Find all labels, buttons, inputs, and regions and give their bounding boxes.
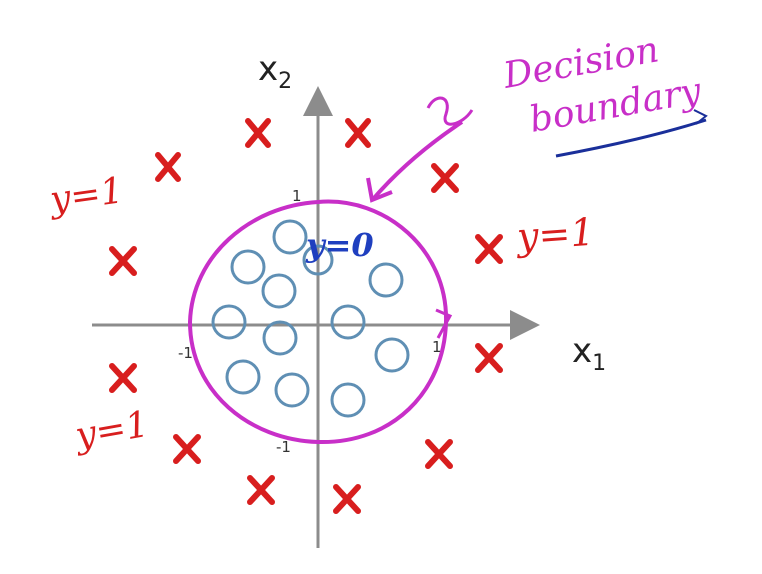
blue-circle-icon — [225, 359, 261, 395]
x-axis-label: x1 — [572, 331, 606, 376]
inner-class-label: y=0 — [305, 226, 374, 264]
red-cross-icon — [345, 118, 371, 148]
red-cross-icon — [425, 439, 453, 469]
annotation-arrowhead — [366, 177, 393, 203]
annotation-underline — [555, 118, 707, 158]
red-cross-icon — [109, 246, 137, 276]
blue-circle-icon — [302, 244, 334, 276]
y-axis-label: x2 — [258, 49, 292, 94]
outer-class-label-top-left: y=1 — [46, 170, 126, 221]
tick-y-neg: -1 — [276, 438, 291, 456]
blue-circle-icon — [374, 337, 410, 373]
outer-class-label-right: y=1 — [514, 210, 596, 259]
blue-circle-icon — [272, 219, 308, 255]
red-cross-icon — [109, 363, 137, 393]
red-cross-icon — [475, 234, 503, 264]
annotation-arrow — [372, 120, 464, 200]
blue-circle-icon — [330, 304, 366, 340]
decision-boundary-curve — [187, 199, 449, 445]
red-cross-icon — [245, 118, 271, 148]
blue-circle-icon — [262, 320, 298, 356]
blue-circle-icon — [211, 304, 247, 340]
blue-circle-icon — [330, 382, 366, 418]
tick-x-neg: -1 — [178, 344, 193, 362]
decision-boundary-tick — [435, 308, 453, 339]
blue-circle-icon — [230, 249, 266, 285]
red-cross-icon — [247, 475, 275, 505]
y-axis-label-letter: x — [258, 49, 278, 89]
outer-class-label-bottom-left: y=1 — [70, 404, 151, 457]
blue-circle-icon — [368, 262, 404, 298]
blue-circle-icon — [261, 273, 297, 309]
tick-y-pos: 1 — [292, 187, 302, 205]
red-cross-icon — [173, 434, 201, 464]
red-cross-icon — [333, 484, 361, 514]
annotation-underline-mark — [693, 109, 708, 125]
blue-circle-icon — [274, 372, 310, 408]
tick-x-pos: 1 — [432, 338, 442, 356]
x-axis-label-letter: x — [572, 331, 592, 371]
y-axis-label-subscript: 2 — [278, 69, 292, 94]
negative-examples — [211, 219, 410, 418]
red-cross-icon — [431, 163, 459, 193]
x-axis-label-subscript: 1 — [592, 351, 606, 376]
red-cross-icon — [475, 343, 503, 373]
positive-examples — [109, 118, 503, 514]
annotation-squiggle — [426, 96, 474, 126]
red-cross-icon — [155, 152, 181, 182]
